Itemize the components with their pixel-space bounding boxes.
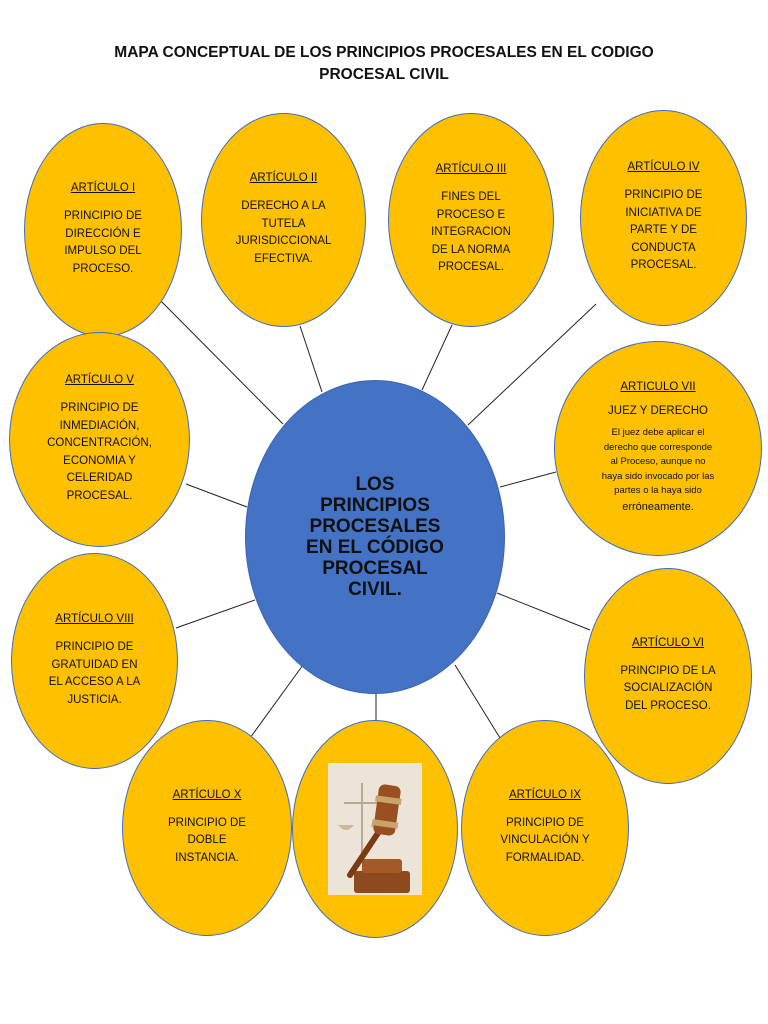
node-description: FINES DEL PROCESO E INTEGRACION DE LA NO… <box>431 191 511 274</box>
gavel-image <box>328 763 422 895</box>
node-articulo-i: ARTÍCULO I PRINCIPIO DE DIRECCIÓN E IMPU… <box>24 123 182 337</box>
node-articulo-vi: ARTÍCULO VI PRINCIPIO DE LA SOCIALIZACIÓ… <box>584 568 752 784</box>
page-title: MAPA CONCEPTUAL DE LOS PRINCIPIOS PROCES… <box>0 42 768 86</box>
title-line-1: MAPA CONCEPTUAL DE LOS PRINCIPIOS PROCES… <box>114 44 654 61</box>
node-gavel-image <box>292 720 458 938</box>
node-description: PRINCIPIO DE GRATUIDAD EN EL ACCESO A LA… <box>48 641 141 706</box>
node-description: PRINCIPIO DE LA SOCIALIZACIÓN DEL PROCES… <box>620 664 716 712</box>
node-articulo-ii: ARTÍCULO II DERECHO A LA TUTELA JURISDIC… <box>201 113 366 327</box>
node-description: PRINCIPIO DE VINCULACIÓN Y FORMALIDAD. <box>500 816 590 864</box>
connector-art8 <box>175 599 256 629</box>
connector-art6 <box>496 592 591 631</box>
node-label: ARTÍCULO IX <box>509 788 581 801</box>
node-label: ARTÍCULO II <box>249 172 318 184</box>
central-concept-text: LOS PRINCIPIOS PROCESALES EN EL CÓDIGO P… <box>306 474 444 600</box>
node-label: ARTÍCULO I <box>70 182 136 194</box>
node-description: PRINCIPIO DE INICIATIVA DE PARTE Y DE CO… <box>624 189 703 272</box>
node-label: ARTÍCULO X <box>172 788 242 801</box>
node-label: ARTÍCULO VIII <box>55 613 134 625</box>
node-description: PRINCIPIO DE DOBLE INSTANCIA. <box>168 816 246 864</box>
node-label: ARTICULO VII <box>620 380 696 393</box>
connector-art9 <box>454 664 501 739</box>
node-articulo-iii: ARTÍCULO III FINES DEL PROCESO E INTEGRA… <box>388 113 554 327</box>
node-note: El juez debe aplicar el derecho que corr… <box>601 427 715 497</box>
connector-art10 <box>249 664 304 739</box>
title-line-2: PROCESAL CIVIL <box>319 66 449 83</box>
node-description: PRINCIPIO DE INMEDIACIÓN, CONCENTRACIÓN,… <box>47 402 152 502</box>
node-label: ARTÍCULO IV <box>627 161 700 174</box>
node-articulo-v: ARTÍCULO V PRINCIPIO DE INMEDIACIÓN, CON… <box>9 332 190 547</box>
node-articulo-iv: ARTÍCULO IV PRINCIPIO DE INICIATIVA DE P… <box>580 110 747 326</box>
node-description: DERECHO A LA TUTELA JURISDICCIONAL EFECT… <box>235 200 332 265</box>
node-label: ARTÍCULO V <box>65 374 134 386</box>
connector-art1 <box>154 294 284 425</box>
node-articulo-x: ARTÍCULO X PRINCIPIO DE DOBLE INSTANCIA. <box>122 720 292 936</box>
node-description: PRINCIPIO DE DIRECCIÓN E IMPULSO DEL PRO… <box>64 210 142 275</box>
node-articulo-viii: ARTÍCULO VIII PRINCIPIO DE GRATUIDAD EN … <box>11 553 178 769</box>
gavel-icon <box>328 763 422 895</box>
node-description: JUEZ Y DERECHO <box>608 404 708 417</box>
connector-art2 <box>299 325 323 393</box>
connector-art3 <box>421 324 453 391</box>
node-note-end: erróneamente. <box>622 500 694 513</box>
node-label: ARTÍCULO VI <box>632 636 704 649</box>
connector-art5 <box>185 483 248 508</box>
central-concept: LOS PRINCIPIOS PROCESALES EN EL CÓDIGO P… <box>245 380 505 694</box>
connector-art7 <box>499 471 557 488</box>
node-label: ARTÍCULO III <box>435 163 507 176</box>
connector-art4 <box>467 303 597 426</box>
node-articulo-vii: ARTICULO VII JUEZ Y DERECHO El juez debe… <box>554 341 762 556</box>
node-articulo-ix: ARTÍCULO IX PRINCIPIO DE VINCULACIÓN Y F… <box>461 720 629 936</box>
